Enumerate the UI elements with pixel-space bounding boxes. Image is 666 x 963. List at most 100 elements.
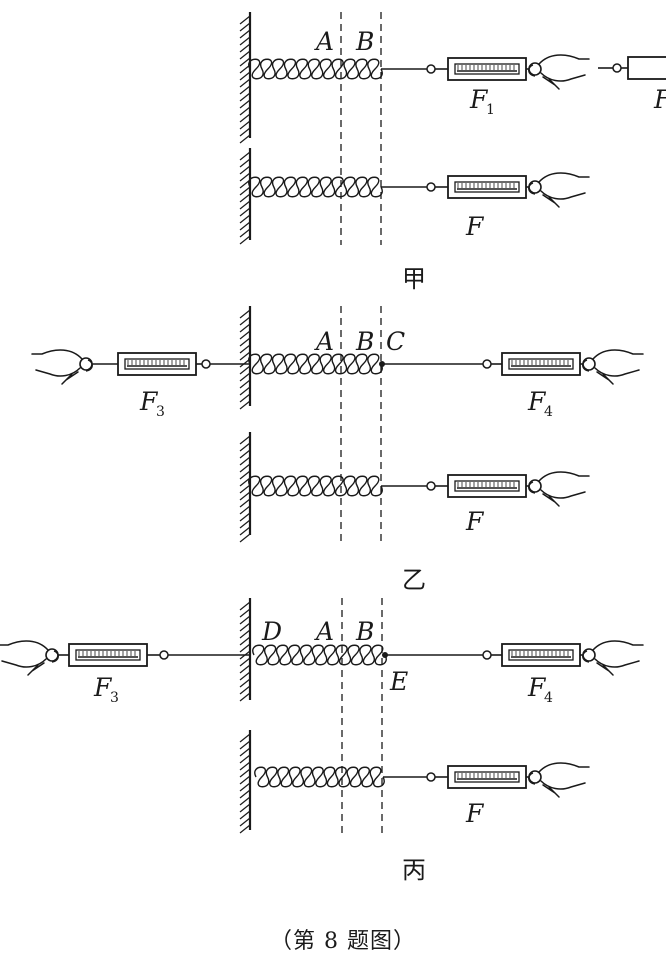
hook-ring: [426, 481, 436, 491]
label-force-f3-subscript: 3: [156, 404, 165, 420]
wall-hatch: [239, 601, 251, 611]
wall-hatch: [239, 442, 251, 452]
hook-ring: [159, 650, 169, 660]
wall-hatch: [239, 78, 251, 88]
wall-hatch: [239, 386, 251, 396]
wall-hatch: [239, 768, 251, 778]
wall-hatch: [239, 337, 251, 347]
wall-hatch: [239, 761, 251, 771]
wall-hatch: [239, 134, 251, 144]
wall-hatch: [239, 344, 251, 354]
wall-hatch: [239, 629, 251, 639]
wall-hatch: [239, 664, 251, 674]
wall-hatch: [239, 207, 251, 217]
hook-ring: [426, 772, 436, 782]
wall-hatch: [239, 484, 251, 494]
wall-hatch: [239, 228, 251, 238]
balance-scale: [454, 181, 520, 193]
hand-outline: [592, 640, 644, 676]
hand-thumb: [582, 359, 590, 372]
wall-hatch: [239, 498, 251, 508]
scene: [0, 12, 666, 835]
wall: [239, 432, 252, 543]
wall-hatch: [239, 158, 251, 168]
wall-hatch: [239, 172, 251, 182]
label-force-f: F: [465, 507, 485, 536]
wall-hatch: [239, 740, 251, 750]
label-force-f3-subscript: 3: [110, 690, 119, 706]
hand-outline: [31, 349, 83, 385]
label-point-a: A: [314, 27, 334, 56]
label-point-c: C: [386, 327, 405, 356]
figure-caption: （第 8 题图）: [270, 929, 416, 954]
spring-coil: [248, 475, 383, 497]
hand: [528, 172, 590, 208]
wall-hatch: [239, 671, 251, 681]
hand-outline: [592, 349, 644, 385]
spring-balance: [501, 352, 581, 376]
panel-caption-jia: 甲: [402, 265, 426, 293]
balance-scale: [75, 649, 141, 661]
wall-hatch: [239, 92, 251, 102]
hook-ring: [612, 63, 622, 73]
label-force-f1-subscript: 1: [486, 102, 495, 118]
spring: [248, 58, 383, 80]
wall-hatch: [239, 200, 251, 210]
wall-hatch: [239, 803, 251, 813]
spring-balance: [447, 57, 527, 81]
wall-hatch: [239, 754, 251, 764]
hand-thumb: [582, 650, 590, 663]
wall-hatch: [239, 470, 251, 480]
wall-hatch: [239, 372, 251, 382]
wall-hatch: [239, 526, 251, 536]
hand: [528, 54, 590, 90]
balance-scale: [508, 358, 574, 370]
spring: [254, 766, 385, 788]
label-force-f4: F: [527, 387, 547, 416]
wall-hatch: [239, 351, 251, 361]
hand: [582, 640, 644, 676]
wall-hatch: [239, 747, 251, 757]
wall: [239, 598, 252, 702]
balance-ring: [79, 357, 93, 371]
label-point-a: A: [314, 617, 334, 646]
panel-caption-bing: 丙: [402, 856, 426, 884]
balance-body-partial: [627, 56, 666, 80]
wall-hatch: [239, 106, 251, 116]
balance-scale: [454, 771, 520, 783]
hand: [528, 471, 590, 507]
wall-hatch: [239, 817, 251, 827]
wall-hatch: [239, 643, 251, 653]
wall-hatch: [239, 519, 251, 529]
label-force-f3: F: [93, 673, 113, 702]
balance-ring: [582, 648, 596, 662]
wall-hatch: [239, 456, 251, 466]
label-point-a: A: [314, 327, 334, 356]
wall-hatch: [239, 379, 251, 389]
wall-hatch: [239, 491, 251, 501]
balance-ring: [528, 770, 542, 784]
wall-hatch: [239, 316, 251, 326]
spring-balance: [117, 352, 197, 376]
hook-ring: [426, 64, 436, 74]
wall-hatch: [239, 85, 251, 95]
wall-hatch: [239, 733, 251, 743]
spring-coil: [248, 176, 383, 198]
hand-thumb: [528, 772, 536, 785]
hand-thumb: [528, 64, 536, 77]
wall-hatch: [239, 393, 251, 403]
wall-hatch: [239, 127, 251, 137]
hand-outline: [538, 471, 590, 507]
wall-hatch: [239, 608, 251, 618]
hand-outline: [538, 762, 590, 798]
spring-balance: [68, 643, 148, 667]
wall-hatch: [239, 775, 251, 785]
wall-hatch: [239, 615, 251, 625]
wall-hatch: [239, 36, 251, 46]
wall-hatch: [239, 193, 251, 203]
wall-hatch: [239, 685, 251, 695]
wall-hatch: [239, 15, 251, 25]
wall-hatch: [239, 789, 251, 799]
wall: [239, 12, 252, 144]
